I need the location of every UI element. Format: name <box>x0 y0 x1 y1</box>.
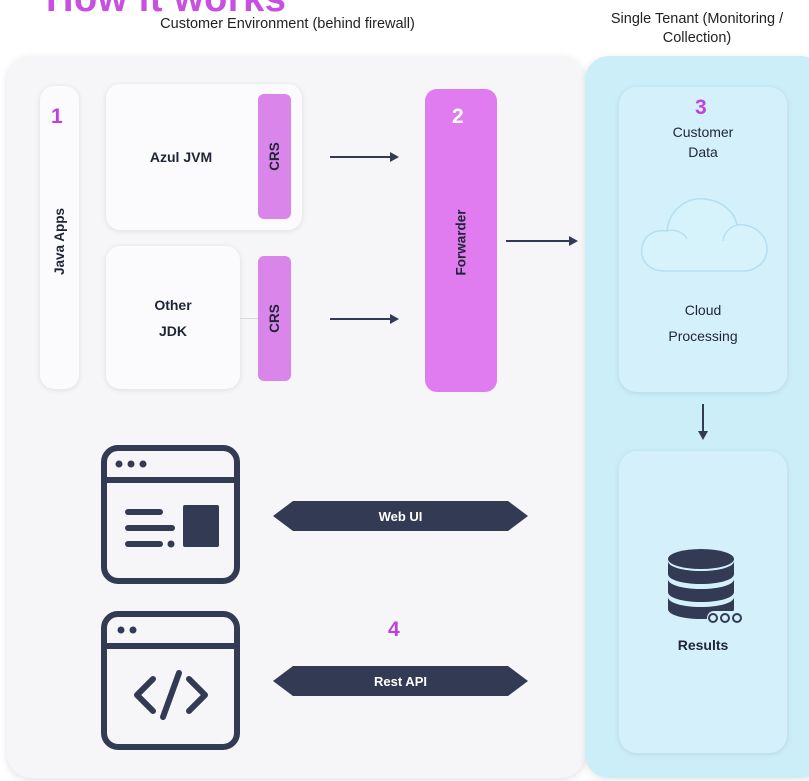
single-tenant-heading: Single Tenant (Monitoring / Collection) <box>610 11 784 46</box>
step-3-label: 3 <box>695 96 707 119</box>
connector-line <box>240 318 258 319</box>
customer-data-label-2: Data <box>688 144 718 160</box>
results-label: Results <box>677 637 729 653</box>
browser-window-icon <box>101 445 240 584</box>
crs-agent-bottom: CRS <box>258 256 291 381</box>
cloud-processing-label-2: Processing <box>668 328 738 344</box>
customer-environment-heading: Customer Environment (behind firewall) <box>160 16 415 32</box>
azul-jvm-label: Azul JVM <box>149 149 213 165</box>
results-card: Results <box>619 451 787 753</box>
cloud-processing-label-1: Cloud <box>684 302 722 318</box>
web-ui-pill: Web UI <box>273 501 528 531</box>
code-window-icon <box>101 611 240 750</box>
step-2-label: 2 <box>452 105 464 128</box>
step-4-label: 4 <box>388 618 400 641</box>
page-title: How it works <box>46 0 286 21</box>
rest-api-pill: Rest API <box>273 666 528 696</box>
other-jdk-label-1: Other <box>154 297 192 313</box>
customer-data-card: 3 Customer Data Cloud Processing <box>619 87 787 392</box>
crs-agent-top: CRS <box>258 94 291 219</box>
step-1-label: 1 <box>51 105 63 128</box>
cloud-icon <box>640 198 768 272</box>
java-apps-card: 1 Java Apps <box>40 86 79 389</box>
other-jdk-label-2: JDK <box>158 323 187 339</box>
database-icon <box>668 549 745 625</box>
forwarder-box: 2 Forwarder <box>425 89 497 392</box>
other-jdk-card: Other JDK <box>106 246 240 389</box>
customer-data-label-1: Customer <box>672 124 734 140</box>
